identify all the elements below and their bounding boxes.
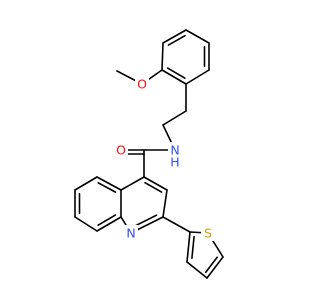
double-bond-q4a-q5 bbox=[97, 181, 117, 193]
double-bond-nq-q2 bbox=[132, 214, 158, 228]
bond-q7-q8 bbox=[74, 216, 98, 232]
bond-q2-t2 bbox=[162, 216, 191, 233]
molecule-structure-diagram: O O N H N S bbox=[74, 29, 224, 279]
methoxy-oxygen-label: O bbox=[137, 77, 147, 92]
bond-c1-c2 bbox=[162, 110, 187, 126]
bond-b6-b1 bbox=[161, 69, 187, 85]
amide-hydrogen-label: H bbox=[170, 155, 179, 170]
thiophene-sulfur-atom: S bbox=[201, 225, 215, 241]
bond-q5-q6 bbox=[74, 176, 98, 191]
double-bond-q8-q8a bbox=[97, 214, 117, 226]
bond-lines bbox=[74, 29, 224, 279]
amide-nitrogen-label: N bbox=[170, 143, 179, 158]
double-bond-q4-q3 bbox=[144, 181, 163, 193]
bond-q4a-q5 bbox=[96, 176, 122, 191]
double-bond-t3-t2 bbox=[191, 235, 195, 260]
bond-q4-q4a bbox=[120, 176, 145, 191]
thiophene-sulfur-label: S bbox=[204, 226, 212, 241]
double-bond-b2-b3 bbox=[167, 34, 186, 46]
atom-labels: O O N H N S bbox=[114, 76, 215, 241]
quinoline-nitrogen-atom: N bbox=[124, 225, 138, 241]
bond-b5-b6 bbox=[185, 69, 210, 85]
quinoline-nitrogen-label: N bbox=[126, 226, 135, 241]
double-bond-b6-b1 bbox=[166, 67, 186, 79]
amide-oxygen-atom: O bbox=[114, 142, 128, 158]
bond-t3-t2 bbox=[186, 231, 191, 263]
bond-b2-b3 bbox=[162, 29, 187, 44]
bond-b3-b4 bbox=[185, 29, 210, 44]
bond-q8-q8a bbox=[96, 216, 122, 232]
bond-t5-t4 bbox=[206, 256, 224, 279]
bond-q3-q4 bbox=[143, 176, 168, 191]
bond-b1-b2 bbox=[161, 42, 164, 71]
amide-oxygen-label: O bbox=[116, 143, 126, 158]
methoxy-oxygen-atom: O bbox=[135, 76, 149, 92]
double-bond-t5-t4 bbox=[204, 256, 218, 274]
bond-t4-t3 bbox=[186, 261, 208, 279]
amide-nitrogen-atom: N H bbox=[168, 142, 182, 170]
bond-q2-q3 bbox=[162, 189, 168, 218]
